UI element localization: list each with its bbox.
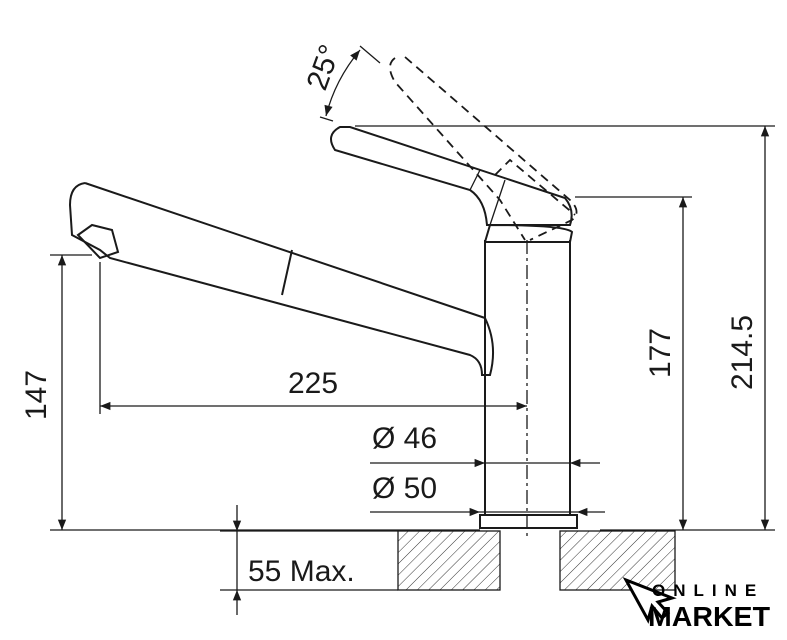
angle-label: 25° (301, 40, 348, 94)
faucet-body (479, 223, 578, 540)
logo-line2: MARKET (648, 601, 770, 632)
total-height-label: 214.5 (726, 315, 759, 390)
logo-line1: ONLINE (652, 581, 764, 600)
diameter-50-dimension: Ø 50 (370, 472, 605, 517)
lever-rotated-outline (389, 56, 578, 241)
counter-thickness-label: 55 Max. (248, 555, 355, 588)
countertop (397, 530, 676, 591)
cursor-icon (622, 577, 677, 624)
diameter-46-dimension: Ø 46 (370, 422, 600, 468)
spout-reach-label: 225 (288, 367, 338, 400)
spout-height-dimension: 147 (20, 254, 480, 531)
diameter-46-label: Ø 46 (372, 422, 437, 455)
angle-dimension: 25° (301, 40, 381, 122)
spout-height-label: 147 (20, 370, 53, 420)
body-height-label: 177 (644, 328, 677, 378)
lever (330, 126, 573, 226)
diameter-50-label: Ø 50 (372, 472, 437, 505)
spout-reach-dimension: 225 (99, 262, 527, 414)
total-height-dimension: 214.5 (355, 125, 775, 531)
counter-thickness-dimension: 55 Max. (220, 505, 398, 615)
body-height-dimension: 177 (575, 196, 692, 530)
spout (68, 182, 495, 376)
online-market-logo: ONLINE MARKET (622, 577, 770, 632)
